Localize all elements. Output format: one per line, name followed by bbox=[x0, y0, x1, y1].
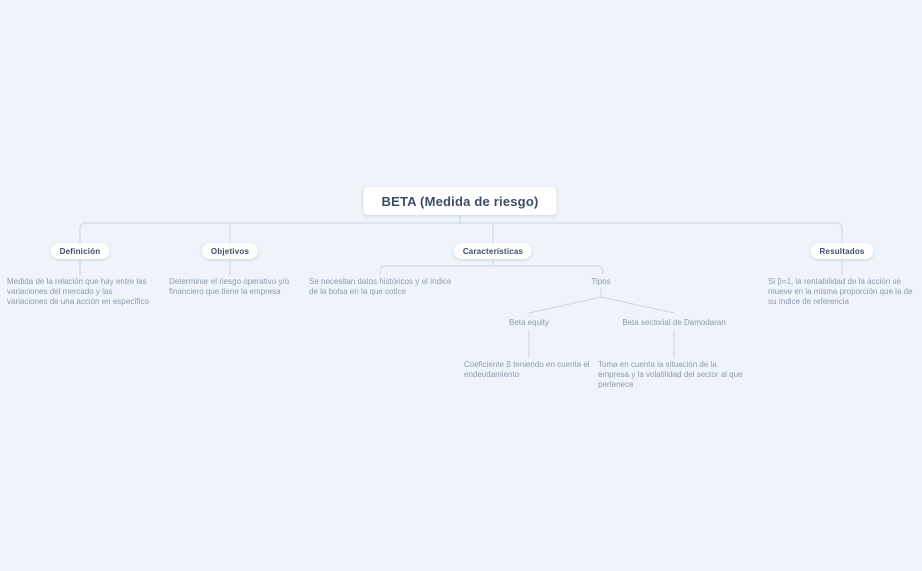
node-caracteristicas[interactable]: Características bbox=[453, 243, 533, 259]
node-beta-root[interactable]: BETA (Medida de riesgo) bbox=[363, 187, 557, 215]
text-beta-equity-description[interactable]: Coeficiente β teniendo en cuenta el ende… bbox=[464, 360, 590, 379]
node-beta-equity[interactable]: Beta equity bbox=[508, 318, 550, 327]
text-definicion-description[interactable]: Medida de la relación que hay entre las … bbox=[7, 277, 149, 306]
node-resultados[interactable]: Resultados bbox=[810, 243, 874, 259]
node-objetivos[interactable]: Objetivos bbox=[201, 243, 259, 259]
node-tipos[interactable]: Tipos bbox=[591, 277, 611, 286]
text-resultados-description[interactable]: Si β=1, la rentabilidad de la acción se … bbox=[768, 277, 913, 306]
node-beta-sectorial[interactable]: Beta sectorial de Damodaran bbox=[622, 318, 726, 327]
text-beta-sectorial-description[interactable]: Toma en cuenta la situación de la empres… bbox=[598, 360, 743, 389]
text-objetivos-description[interactable]: Determinar el riesgo operativo y/o finan… bbox=[169, 277, 290, 296]
text-caracteristicas-description[interactable]: Se necesitan datos históricos y el índic… bbox=[309, 277, 452, 296]
node-definicion[interactable]: Definición bbox=[50, 243, 110, 259]
